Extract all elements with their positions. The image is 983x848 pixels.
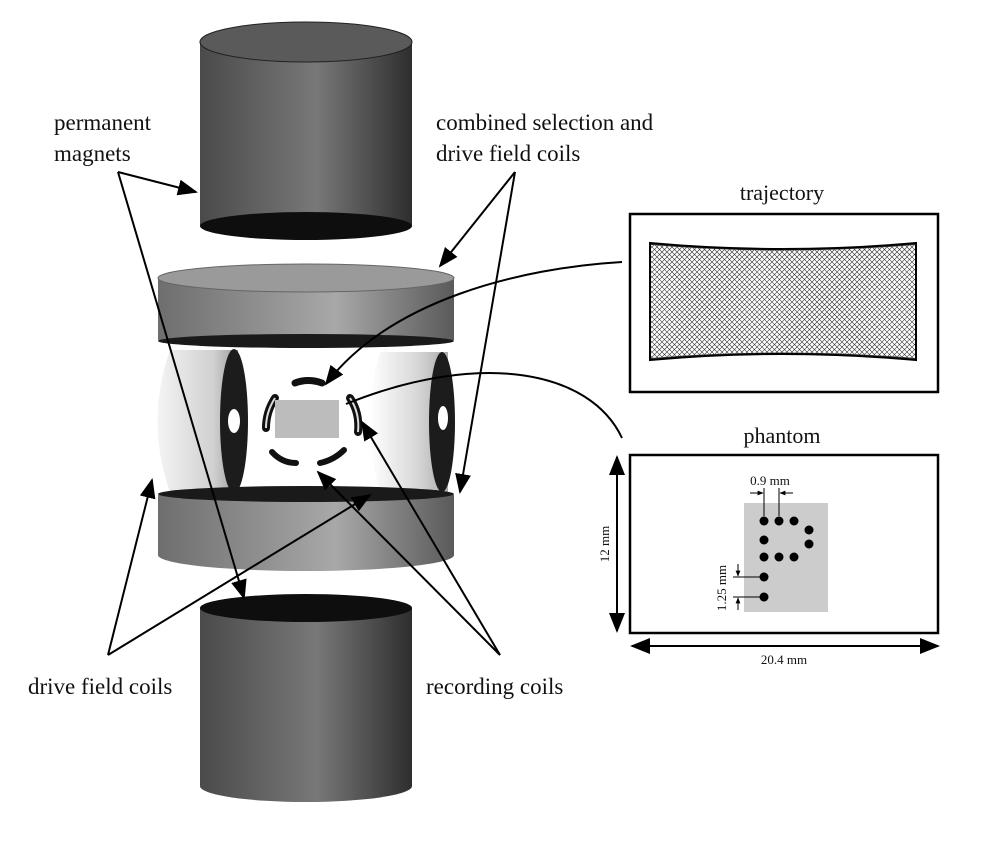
arrow-permanent-top: [117, 171, 198, 196]
label-permanent-line2: magnets: [54, 141, 131, 166]
arrow-drive-left: [107, 478, 156, 656]
bottom-combined-coil: [158, 486, 454, 571]
phantom-dots: [759, 516, 814, 602]
dot-pitch-label: 1.25 mm: [714, 565, 729, 611]
phantom-title: phantom: [744, 423, 821, 448]
arrow-combined-bottom: [455, 171, 516, 494]
phantom-background: [744, 503, 828, 612]
top-combined-coil: [157, 263, 455, 348]
leader-lines: [107, 171, 623, 656]
arrow-recording-right: [360, 420, 501, 656]
phantom-height-label: 12 mm: [597, 526, 612, 562]
phantom-dot: [774, 516, 784, 526]
arrow-recording-lower: [316, 470, 501, 656]
phantom-width-label: 20.4 mm: [761, 652, 807, 667]
label-recording-coils: recording coils: [426, 674, 563, 699]
arrow-combined-top: [438, 171, 516, 268]
top-permanent-magnet: [199, 21, 413, 240]
right-drive-field-coil: [370, 352, 455, 492]
phantom-dot: [759, 592, 769, 602]
phantom-dot: [789, 516, 799, 526]
curve-to-trajectory: [324, 261, 623, 386]
trajectory-title: trajectory: [740, 180, 824, 205]
phantom-dot: [759, 535, 769, 545]
phantom-dot: [804, 539, 814, 549]
phantom-panel: [609, 453, 940, 654]
phantom-dot: [759, 552, 769, 562]
phantom-dot: [789, 552, 799, 562]
phantom-dot: [759, 572, 769, 582]
bottom-permanent-magnet: [200, 594, 412, 802]
phantom-dot: [774, 552, 784, 562]
phantom-sample: [275, 400, 339, 438]
trajectory-panel: [628, 212, 940, 394]
label-combined-line1: combined selection and: [436, 110, 654, 135]
dot-spacing-label: 0.9 mm: [750, 473, 790, 488]
curve-to-phantom: [345, 372, 623, 439]
label-drive-field-coils: drive field coils: [28, 674, 172, 699]
phantom-dot: [759, 516, 769, 526]
arrow-permanent-bottom: [117, 171, 247, 600]
label-permanent-line1: permanent: [54, 110, 152, 135]
trajectory-lissajous-mesh: [651, 245, 915, 358]
label-combined-line2: drive field coils: [436, 141, 580, 166]
arrow-drive-right: [107, 493, 372, 656]
phantom-dot: [804, 525, 814, 535]
recording-coils: [262, 377, 363, 466]
left-drive-field-coil: [157, 349, 248, 493]
